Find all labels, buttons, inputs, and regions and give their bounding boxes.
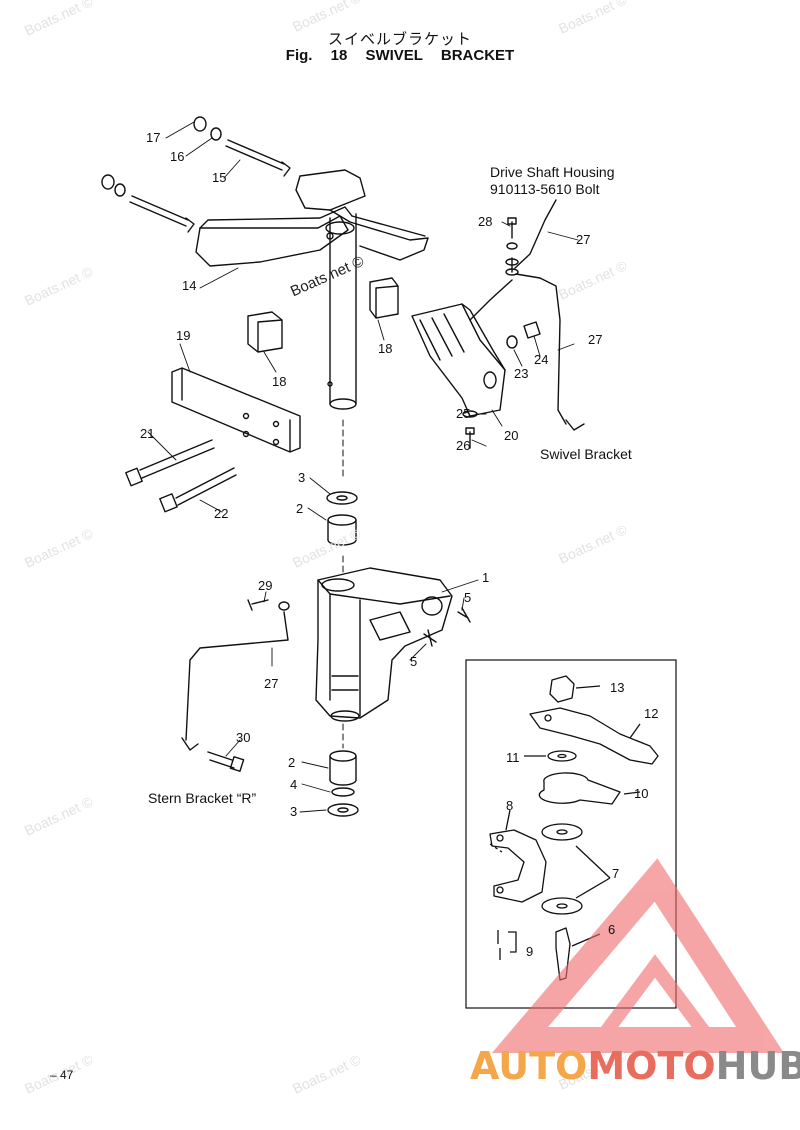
callout-17: 17 — [146, 130, 161, 145]
callout-5: 5 — [410, 654, 418, 669]
callout-14: 14 — [182, 278, 197, 293]
logo-part-hub: HUB — [715, 1044, 800, 1088]
stud-15a — [225, 139, 285, 171]
bush-2-lower — [329, 755, 357, 781]
callout-12: 12 — [644, 706, 659, 721]
callout-11: 11 — [506, 750, 520, 765]
callout-28: 28 — [478, 214, 493, 229]
logo-part-auto: AUTO — [470, 1044, 588, 1088]
callout-29: 29 — [258, 578, 273, 593]
callout-2: 2 — [296, 501, 304, 516]
callout-18: 18 — [272, 374, 287, 389]
logo-triangle — [491, 858, 784, 1053]
bolt-30 — [207, 751, 235, 769]
bolt-5a — [457, 607, 471, 623]
caption-swivel-bracket: Swivel Bracket — [540, 446, 632, 462]
caption-drive-shaft: Drive Shaft Housing 910113-5610 Bolt — [490, 164, 615, 198]
callout-4: 4 — [290, 777, 298, 792]
callout-13: 13 — [610, 680, 625, 695]
lead-27-lower — [185, 611, 289, 741]
bolt-21 — [139, 439, 215, 479]
inset-box — [465, 659, 677, 1009]
callout-5: 5 — [464, 590, 472, 605]
callout-27: 27 — [588, 332, 603, 347]
plate-19 — [171, 367, 301, 453]
washer-3-upper — [326, 491, 358, 505]
automotohub-logo: AUTOMOTOHUB — [470, 1044, 800, 1088]
figure-number: Fig. 18 — [285, 47, 348, 64]
callout-9: 9 — [526, 944, 534, 959]
callout-10: 10 — [634, 786, 649, 801]
callout-25: 25 — [456, 406, 471, 421]
callout-24: 24 — [534, 352, 549, 367]
figure-name: SWIVEL BRACKET — [365, 47, 515, 64]
figure-title: Fig. 18 SWIVEL BRACKET — [0, 47, 800, 64]
washer-3-lower — [327, 803, 359, 817]
page-number: – 47 — [50, 1068, 74, 1082]
callout-18: 18 — [378, 341, 393, 356]
callout-16: 16 — [170, 149, 185, 164]
swivel-bracket-1 — [315, 567, 453, 719]
callout-3: 3 — [298, 470, 306, 485]
callout-27: 27 — [264, 676, 279, 691]
callout-6: 6 — [608, 922, 616, 937]
rubber-block-18a — [247, 311, 283, 353]
oring-4 — [331, 787, 355, 797]
callout-27: 27 — [576, 232, 591, 247]
rubber-block-18b — [369, 277, 399, 319]
callout-21: 21 — [140, 426, 155, 441]
callout-8: 8 — [506, 798, 514, 813]
callout-22: 22 — [214, 506, 229, 521]
caption-stern-bracket: Stern Bracket “R” — [148, 790, 257, 806]
bolt-5b — [423, 629, 437, 647]
callout-3: 3 — [290, 804, 298, 819]
callout-30: 30 — [236, 730, 251, 745]
logo-part-moto: MOTO — [587, 1044, 716, 1088]
stud-15b — [129, 195, 189, 227]
bracket-8 — [489, 829, 547, 903]
bracket-20 — [411, 303, 506, 417]
title-japanese: スイベルブラケット — [327, 30, 472, 48]
upper-arm-14 — [195, 215, 349, 267]
callout-2: 2 — [288, 755, 296, 770]
caption-drive-shaft-line2: 910113-5610 Bolt — [490, 181, 600, 197]
callout-7: 7 — [612, 866, 620, 881]
bolt-29 — [247, 599, 269, 611]
bush-2-upper — [327, 519, 357, 541]
callout-15: 15 — [212, 170, 227, 185]
callout-20: 20 — [504, 428, 519, 443]
lead-27-upper — [514, 199, 557, 269]
callout-19: 19 — [176, 328, 191, 343]
callout-1: 1 — [482, 570, 490, 585]
lever-12 — [529, 707, 659, 765]
bolt-22 — [175, 467, 237, 506]
callout-23: 23 — [514, 366, 529, 381]
caption-drive-shaft-line1: Drive Shaft Housing — [490, 164, 615, 180]
callout-26: 26 — [456, 438, 471, 453]
steering-tube — [329, 213, 357, 405]
